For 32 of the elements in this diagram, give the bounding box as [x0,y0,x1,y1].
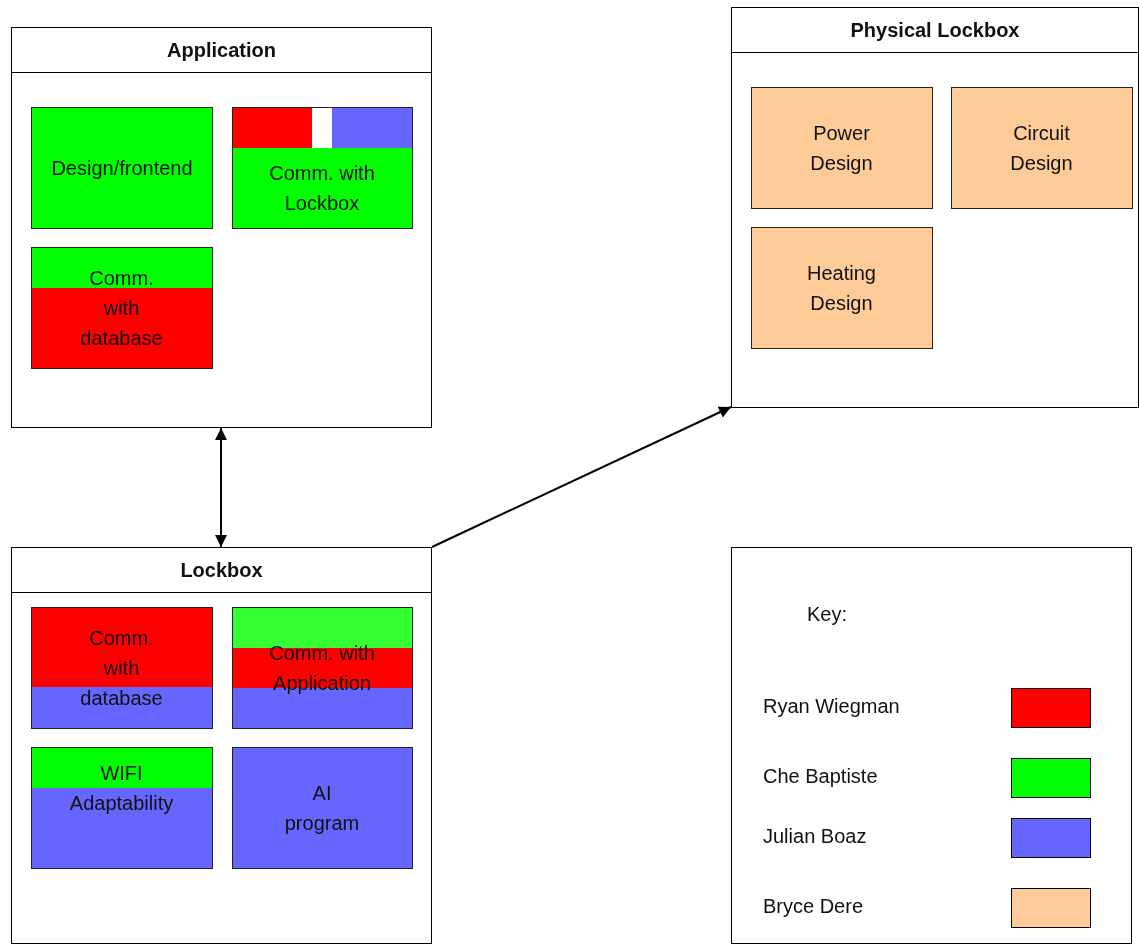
task-box [951,87,1133,209]
group-panel [11,27,432,428]
task-box [31,247,213,369]
task-box [751,87,933,209]
legend-label: Ryan Wiegman [763,695,900,718]
task-box [232,107,413,229]
task-box [751,227,933,349]
task-label: Comm. with database [79,266,164,351]
task-label: Circuit Design [1009,121,1074,176]
task-box [232,607,413,729]
task-box [232,747,413,869]
group-panel [11,547,432,944]
legend-label: Julian Boaz [763,825,867,848]
panel-title: Application [166,39,277,62]
task-label: Comm. with database [79,626,164,711]
task-label: WIFI Adaptability [68,761,175,816]
group-panel [731,7,1139,408]
key-title: Key: [807,603,848,626]
arrow [215,427,227,548]
task-label: Comm. with Lockbox [268,161,376,216]
task-box [31,107,213,229]
task-box [31,747,213,869]
task-label: AI program [283,781,361,836]
task-box [31,607,213,729]
task-label: Design/frontend [50,156,194,181]
panel-title: Lockbox [179,559,264,582]
task-label: Heating Design [806,261,877,316]
task-label: Power Design [809,121,874,176]
legend-label: Bryce Dere [763,895,864,918]
legend-label: Che Baptiste [763,765,878,788]
arrow [431,406,732,548]
panel-title: Physical Lockbox [849,19,1021,42]
